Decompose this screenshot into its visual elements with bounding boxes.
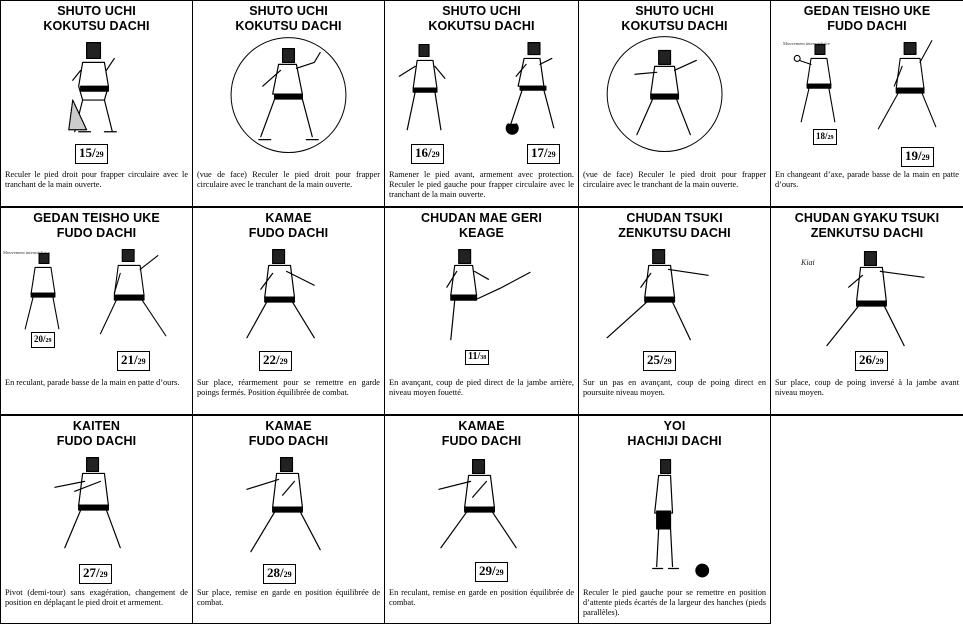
card-description: En changeant d’axe, parade basse de la m… bbox=[775, 170, 959, 189]
sequence-label: 25/29 bbox=[643, 351, 676, 371]
sequence-label: 19/29 bbox=[901, 147, 934, 167]
sequence-label: 11/38 bbox=[465, 350, 490, 365]
sequence-label: 27/29 bbox=[79, 564, 112, 584]
sequence-label: 16/29 bbox=[411, 144, 444, 164]
card-description: Reculer le pied droit pour frapper circu… bbox=[5, 170, 188, 189]
karateka-figure bbox=[793, 40, 937, 130]
karateka-figure bbox=[24, 249, 167, 337]
sequence-label: 29/29 bbox=[475, 562, 508, 582]
karateka-figure bbox=[446, 249, 531, 341]
kiai-note: Kiai bbox=[801, 258, 815, 267]
sequence-label: 21/29 bbox=[117, 351, 150, 371]
sequence-label: 20/29 bbox=[31, 332, 55, 348]
karateka-figure bbox=[652, 458, 710, 578]
card-description: Reculer le pied gauche pour se remettre … bbox=[583, 588, 766, 617]
card-description: (vue de face) Reculer le pied droit pour… bbox=[197, 170, 380, 189]
karateka-figure bbox=[438, 458, 517, 549]
sequence-label: 28/29 bbox=[263, 564, 296, 584]
card-description: Sur place, coup de poing inversé à la ja… bbox=[775, 378, 959, 397]
intermediate-movement-note: Mouvement intermédiaire bbox=[3, 250, 50, 255]
card-description: Ramener le pied avant, armement avec pro… bbox=[389, 170, 574, 199]
card-description: Sur place, réarmement pour se remettre e… bbox=[197, 378, 380, 397]
card-description: En reculant, remise en garde en position… bbox=[389, 588, 574, 607]
karateka-figure bbox=[606, 249, 709, 341]
karateka-figure bbox=[246, 249, 315, 339]
card-description: (vue de face) Reculer le pied droit pour… bbox=[583, 170, 766, 189]
sequence-label: 17/29 bbox=[527, 144, 560, 164]
card-description: En reculant, parade basse de la main en … bbox=[5, 378, 180, 387]
card-description: Sur place, remise en garde en position é… bbox=[197, 588, 380, 607]
sequence-label: 18/29 bbox=[813, 129, 837, 145]
karateka-figure bbox=[398, 41, 555, 135]
sequence-label: 22/29 bbox=[259, 351, 292, 371]
karateka-figure bbox=[68, 41, 117, 133]
empty-card bbox=[771, 416, 963, 624]
karateka-figure bbox=[230, 37, 347, 154]
card-description: Sur un pas en avançant, coup de poing di… bbox=[583, 378, 766, 397]
karateka-figure bbox=[246, 457, 321, 553]
sequence-label: 15/29 bbox=[75, 144, 108, 164]
karateka-figure bbox=[606, 36, 723, 153]
karateka-figure bbox=[54, 457, 121, 549]
karateka-figure bbox=[826, 250, 925, 347]
card-description: Pivot (demi-tour) sans exagération, chan… bbox=[5, 588, 188, 607]
intermediate-movement-note: Mouvement intermédiaire bbox=[783, 41, 830, 46]
card-description: En avançant, coup de pied direct de la j… bbox=[389, 378, 574, 397]
sequence-label: 26/29 bbox=[855, 351, 888, 371]
